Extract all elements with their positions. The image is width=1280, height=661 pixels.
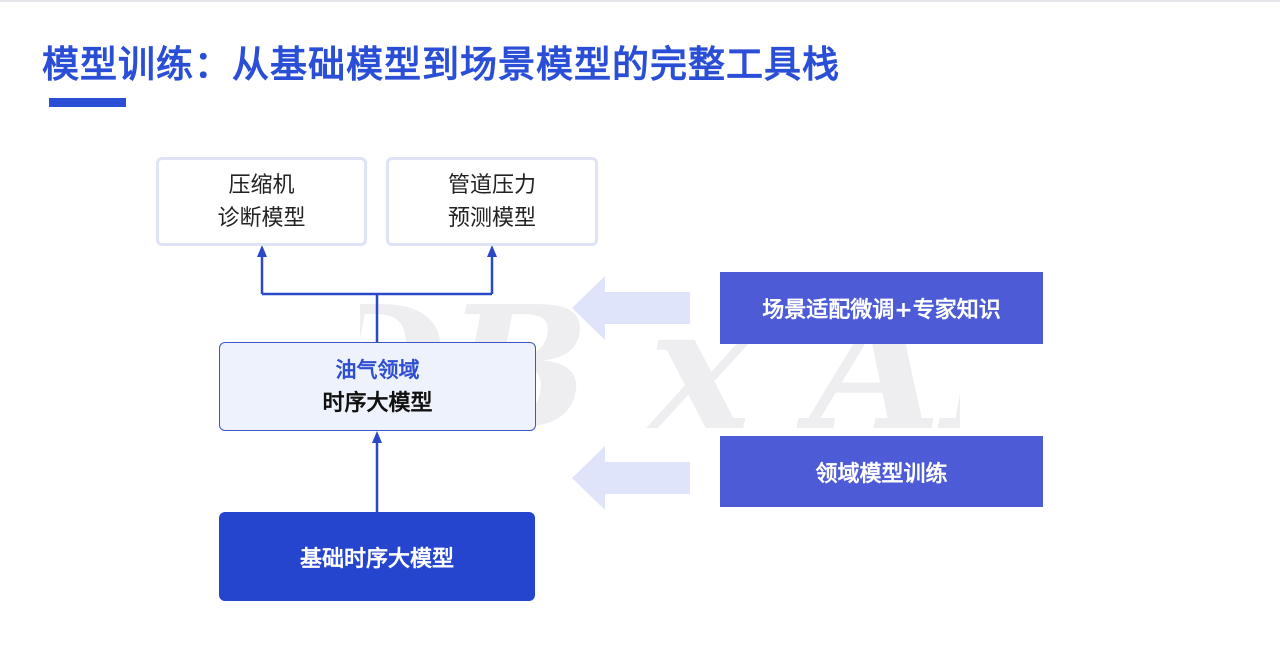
output-label-line1: 管道压力 bbox=[447, 172, 536, 198]
output-label-line1: 压缩机 bbox=[228, 172, 295, 198]
top-divider bbox=[0, 0, 1280, 2]
input-box-domain-training: 领域模型训练 bbox=[720, 436, 1043, 507]
output-label-line2: 预测模型 bbox=[447, 205, 536, 231]
title-underline bbox=[49, 98, 126, 107]
output-box-compressor-diagnosis: 压缩机 诊断模型 bbox=[156, 157, 367, 246]
input-box-label: 领域模型训练 bbox=[815, 461, 948, 487]
input-box-label: 场景适配微调+专家知识 bbox=[762, 298, 1001, 323]
domain-model-box: 油气领域 时序大模型 bbox=[219, 342, 536, 431]
output-label-line2: 诊断模型 bbox=[217, 205, 306, 231]
base-model-box: 基础时序大模型 bbox=[219, 512, 535, 601]
arrowhead-right-output bbox=[487, 245, 497, 257]
domain-model-line1: 油气领域 bbox=[335, 357, 420, 382]
slide-title: 模型训练：从基础模型到场景模型的完整工具栈 bbox=[42, 43, 840, 86]
arrowhead-left-output bbox=[257, 245, 267, 257]
base-model-label: 基础时序大模型 bbox=[299, 546, 454, 572]
domain-model-line2: 时序大模型 bbox=[322, 390, 433, 416]
output-box-pipeline-pressure: 管道压力 预测模型 bbox=[386, 157, 598, 246]
input-box-finetune: 场景适配微调+专家知识 bbox=[720, 272, 1043, 344]
